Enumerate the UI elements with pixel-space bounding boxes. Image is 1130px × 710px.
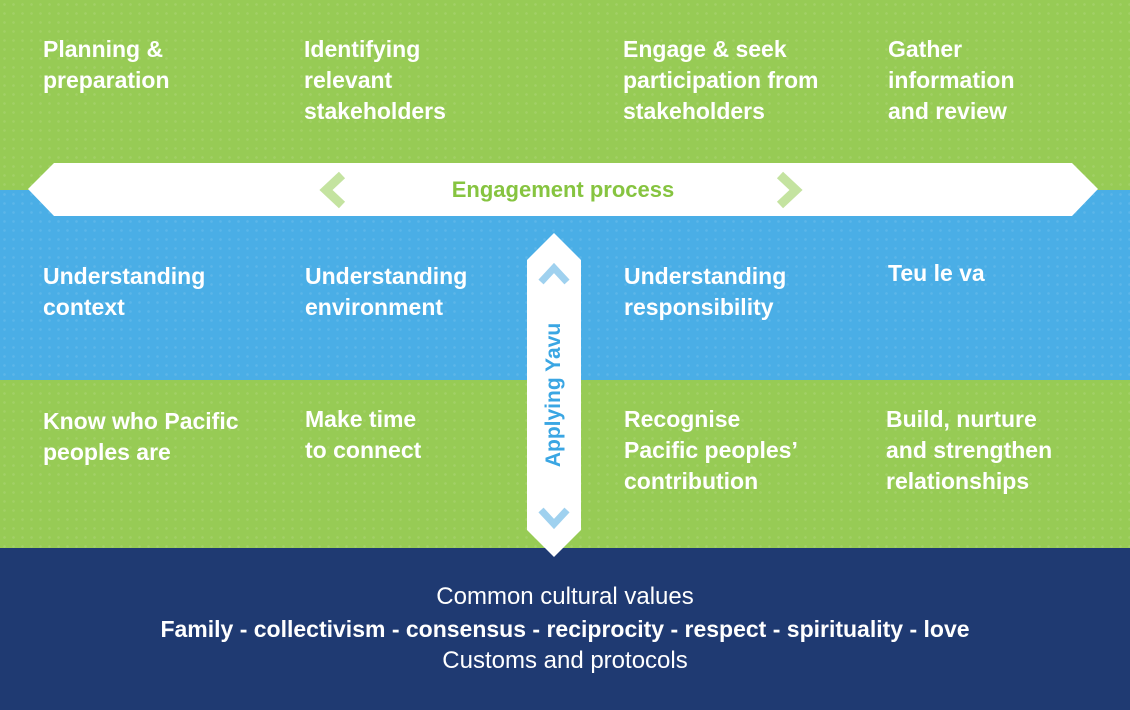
applying-yavu-bar — [527, 233, 581, 557]
chevron-right-icon — [776, 171, 803, 209]
chevron-down-icon — [538, 507, 570, 530]
chevron-left-icon — [319, 171, 346, 209]
values-footer: Customs and protocols — [442, 647, 688, 674]
step-planning: Planning &preparation — [43, 36, 170, 93]
teu-le-va: Teu le va — [888, 260, 985, 286]
values-band — [0, 548, 1130, 710]
engagement-banner-label: Engagement process — [451, 177, 675, 202]
engagement-banner — [28, 163, 1098, 216]
chevron-up-icon — [538, 262, 570, 285]
values-heading: Common cultural values — [436, 583, 694, 610]
applying-yavu-label: Applying Yavu — [542, 322, 565, 468]
values-list: Family - collectivism - consensus - reci… — [160, 616, 970, 642]
